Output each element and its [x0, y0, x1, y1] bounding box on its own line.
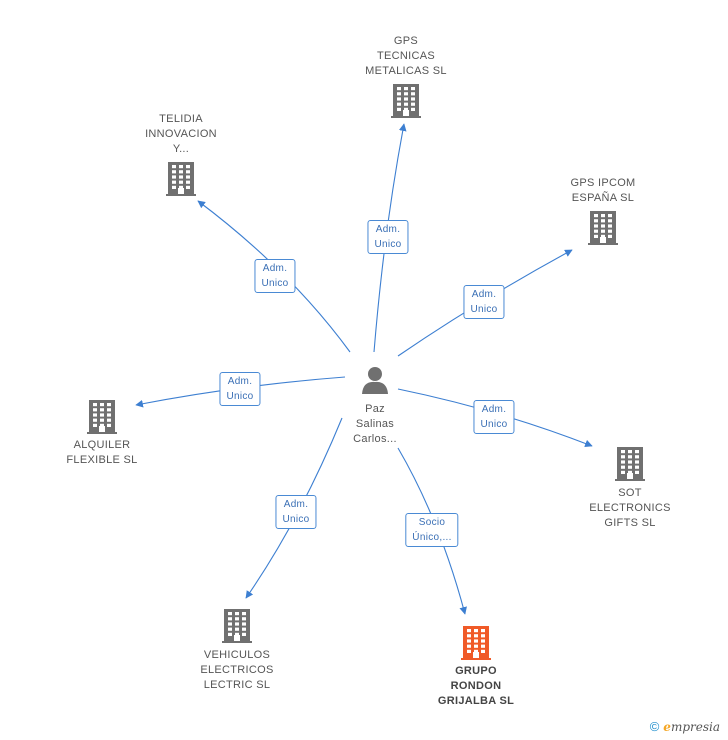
edge-label-alquiler[interactable]: Adm. Unico: [219, 372, 261, 406]
edge-label-sot[interactable]: Adm. Unico: [473, 400, 515, 434]
edge-label-gps-tecnicas[interactable]: Adm. Unico: [367, 220, 409, 254]
empresia-logo: empresia: [663, 719, 720, 734]
company-label-sot: SOT ELECTRONICS GIFTS SL: [589, 487, 671, 529]
building-icon-vehiculos[interactable]: [222, 609, 252, 643]
building-icon-telidia[interactable]: [166, 162, 196, 196]
person-icon[interactable]: [362, 367, 388, 394]
footer-brand: © empresia: [650, 719, 720, 734]
building-icon-alquiler[interactable]: [87, 400, 117, 434]
building-icon-gps-tecnicas[interactable]: [391, 84, 421, 118]
company-label-telidia: TELIDIA INNOVACION Y...: [145, 113, 217, 155]
company-label-grupo-rondon: GRUPO RONDON GRIJALBA SL: [437, 665, 515, 707]
person-name-label: Paz Salinas Carlos...: [353, 403, 397, 445]
building-icon-gps-ipcom[interactable]: [588, 211, 618, 245]
company-label-vehiculos: VEHICULOS ELECTRICOS LECTRIC SL: [200, 649, 274, 691]
edge-label-grupo-rondon[interactable]: Socio Único,...: [405, 513, 459, 547]
company-label-alquiler: ALQUILER FLEXIBLE SL: [66, 439, 138, 466]
edge-label-vehiculos[interactable]: Adm. Unico: [275, 495, 317, 529]
copyright-icon: ©: [649, 719, 660, 734]
company-label-gps-ipcom: GPS IPCOM ESPAÑA SL: [570, 177, 636, 204]
building-icon-grupo-rondon[interactable]: [461, 626, 491, 660]
company-label-gps-tecnicas: GPS TECNICAS METALICAS SL: [365, 35, 447, 77]
edge-label-telidia[interactable]: Adm. Unico: [254, 259, 296, 293]
edge-label-gps-ipcom[interactable]: Adm. Unico: [463, 285, 505, 319]
building-icon-sot[interactable]: [615, 447, 645, 481]
